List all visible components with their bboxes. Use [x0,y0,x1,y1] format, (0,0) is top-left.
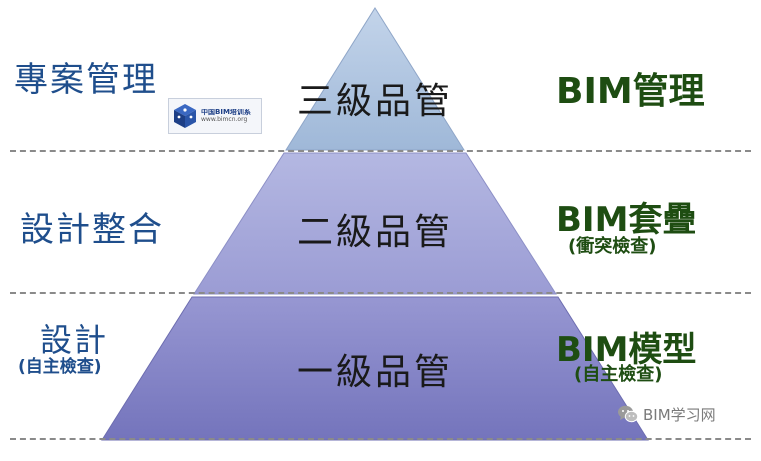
right-sub-clash-check: (衝突檢查) [568,236,657,257]
left-label-project-management: 專案管理 [14,60,158,100]
logo-url: www.bimcn.org [201,115,248,123]
right-label-bim-model: BIM模型 [556,330,697,370]
watermark-text: BIM学习网 [643,405,716,424]
right-sub-self-check: (自主檢查) [574,364,663,385]
right-label-bim-overlay: BIM套疊 [556,200,697,240]
divider-bottom [10,438,751,440]
tier-label-1: 一級品管 [296,352,453,393]
right-label-bim-management: BIM管理 [556,71,705,112]
cube-logo-icon [174,104,196,128]
left-sub-self-check: (自主檢查) [18,357,102,377]
wechat-icon [618,405,639,423]
divider-top [10,150,751,152]
pyramid-tier-2 [193,152,557,295]
tier-label-3: 三級品管 [296,81,453,122]
logo-name: 中国BIM培训系 [201,108,251,116]
tier-label-2: 二級品管 [296,212,453,253]
logo-badge: 中国BIM培训系 www.bimcn.org [168,98,262,134]
left-label-design-integration: 設計整合 [20,210,164,250]
divider-middle [10,292,751,294]
left-label-design: 設計 [40,321,109,359]
watermark: BIM学习网 [617,403,716,425]
pyramid-tier-1 [101,296,649,441]
